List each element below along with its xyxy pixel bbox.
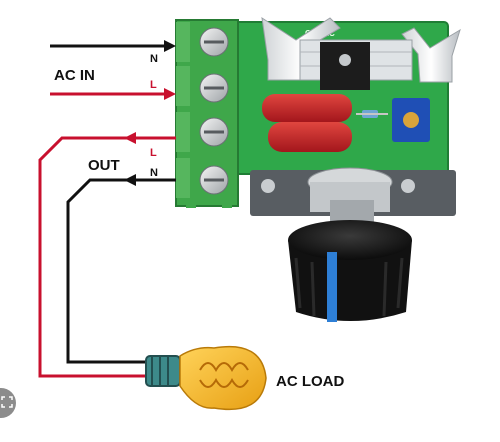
terminal-label-2: L xyxy=(150,79,157,91)
terminal-1 xyxy=(176,22,229,62)
knob xyxy=(288,240,412,321)
terminal-2 xyxy=(176,66,229,106)
input-wires xyxy=(50,40,176,100)
output-line-wire xyxy=(38,136,176,378)
light-bulb-icon xyxy=(145,345,267,411)
terminal-3 xyxy=(176,112,229,152)
terminal-label-4: N xyxy=(150,167,158,179)
input-label: AC IN xyxy=(54,67,95,84)
output-label: OUT xyxy=(88,157,120,174)
screen-capture-icon xyxy=(1,396,13,408)
capacitors xyxy=(262,94,430,152)
capacitor-2 xyxy=(268,122,352,152)
heat-sink xyxy=(261,16,461,90)
terminal-label-1: N xyxy=(150,53,158,65)
load-label: AC LOAD xyxy=(276,373,344,390)
potentiometer-assembly xyxy=(250,167,456,322)
output-neutral-wire xyxy=(66,178,176,364)
terminal-block xyxy=(175,19,239,208)
output-wires xyxy=(38,132,176,378)
screen-capture-button[interactable] xyxy=(0,388,16,418)
capacitor-1 xyxy=(262,94,352,122)
terminal-4 xyxy=(176,158,229,198)
terminal-label-3: L xyxy=(150,147,157,159)
knob-indicator-stripe xyxy=(327,252,337,322)
